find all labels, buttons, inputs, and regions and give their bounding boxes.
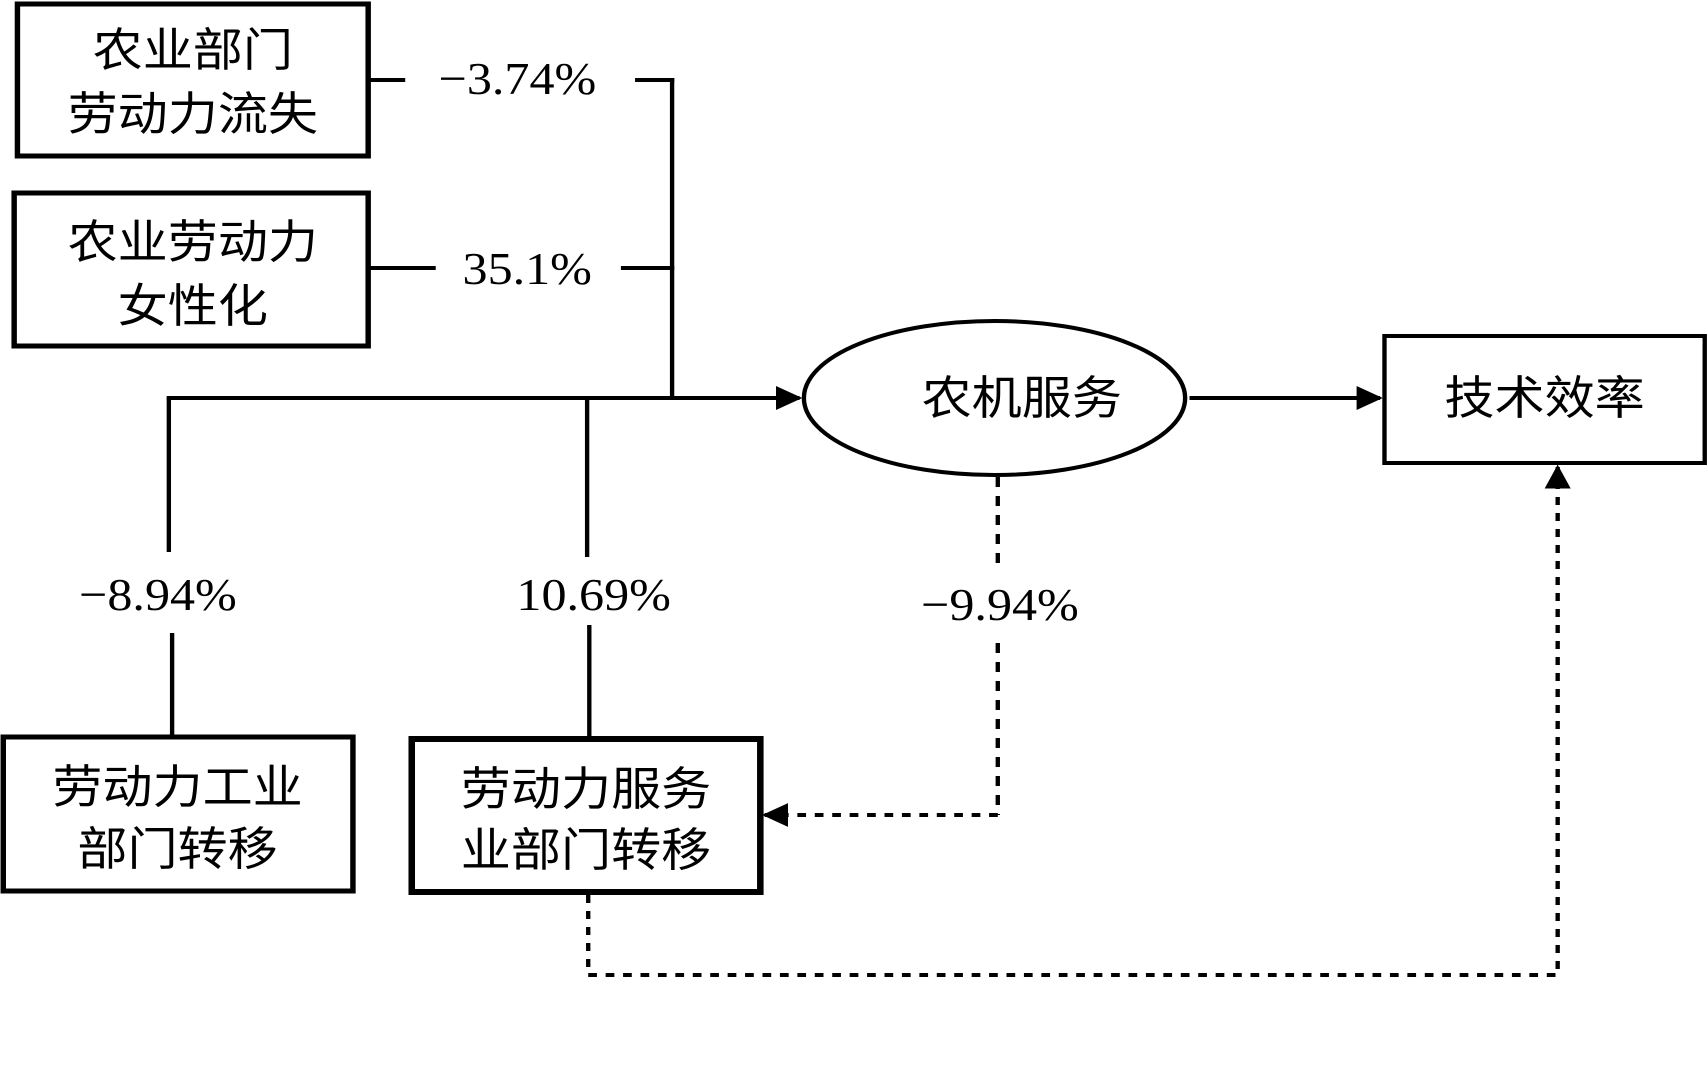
node-box bbox=[1382, 334, 1707, 465]
node-label: 技术效率 bbox=[1444, 372, 1644, 426]
edge-industry-transfer: −8.94% bbox=[79, 398, 237, 737]
edge-ag-labor-feminization: 35.1% bbox=[368, 244, 675, 295]
node-label-line-1: 劳动力工业 bbox=[52, 761, 302, 815]
node-box bbox=[0, 734, 356, 894]
node-label-line-2: 劳动力流失 bbox=[68, 88, 318, 142]
node-label-line-2: 业部门转移 bbox=[461, 824, 711, 878]
edge-service-transfer: 10.69% bbox=[516, 398, 671, 739]
edge-machinery-to-service-transfer: −9.94% bbox=[762, 477, 1079, 827]
node-label: 农机服务 bbox=[922, 372, 1122, 426]
node-label-line-1: 劳动力服务 bbox=[461, 763, 711, 817]
node-ag-labor-loss: 农业部门 劳动力流失 bbox=[14, 1, 371, 159]
node-industry-transfer: 劳动力工业 部门转移 bbox=[0, 734, 356, 894]
node-label-line-1: 农业部门 bbox=[93, 24, 293, 78]
edge-coefficient-label: −8.94% bbox=[79, 570, 237, 621]
node-ag-labor-feminization: 农业劳动力 女性化 bbox=[11, 190, 371, 349]
node-label-line-1: 农业劳动力 bbox=[68, 216, 318, 270]
node-tech-efficiency: 技术效率 bbox=[1382, 334, 1707, 465]
node-ag-machinery-service: 农机服务 bbox=[801, 319, 1188, 477]
edge-coefficient-label: 35.1% bbox=[463, 244, 592, 295]
edge-service-transfer-to-tech-efficiency bbox=[586, 464, 1571, 977]
node-service-transfer: 劳动力服务 业部门转移 bbox=[408, 736, 764, 895]
edge-ag-labor-loss: −3.74% bbox=[368, 54, 675, 105]
node-box bbox=[14, 1, 371, 159]
node-box bbox=[408, 736, 764, 895]
node-box bbox=[11, 190, 371, 349]
node-label-line-2: 部门转移 bbox=[77, 823, 277, 877]
node-ellipse bbox=[801, 319, 1188, 477]
edge-dashed-arrow bbox=[586, 464, 1571, 977]
node-label-line-2: 女性化 bbox=[118, 280, 268, 334]
edge-coefficient-label: −9.94% bbox=[921, 580, 1079, 631]
edge-coefficient-label: 10.69% bbox=[516, 570, 670, 621]
edge-coefficient-label: −3.74% bbox=[439, 54, 597, 105]
